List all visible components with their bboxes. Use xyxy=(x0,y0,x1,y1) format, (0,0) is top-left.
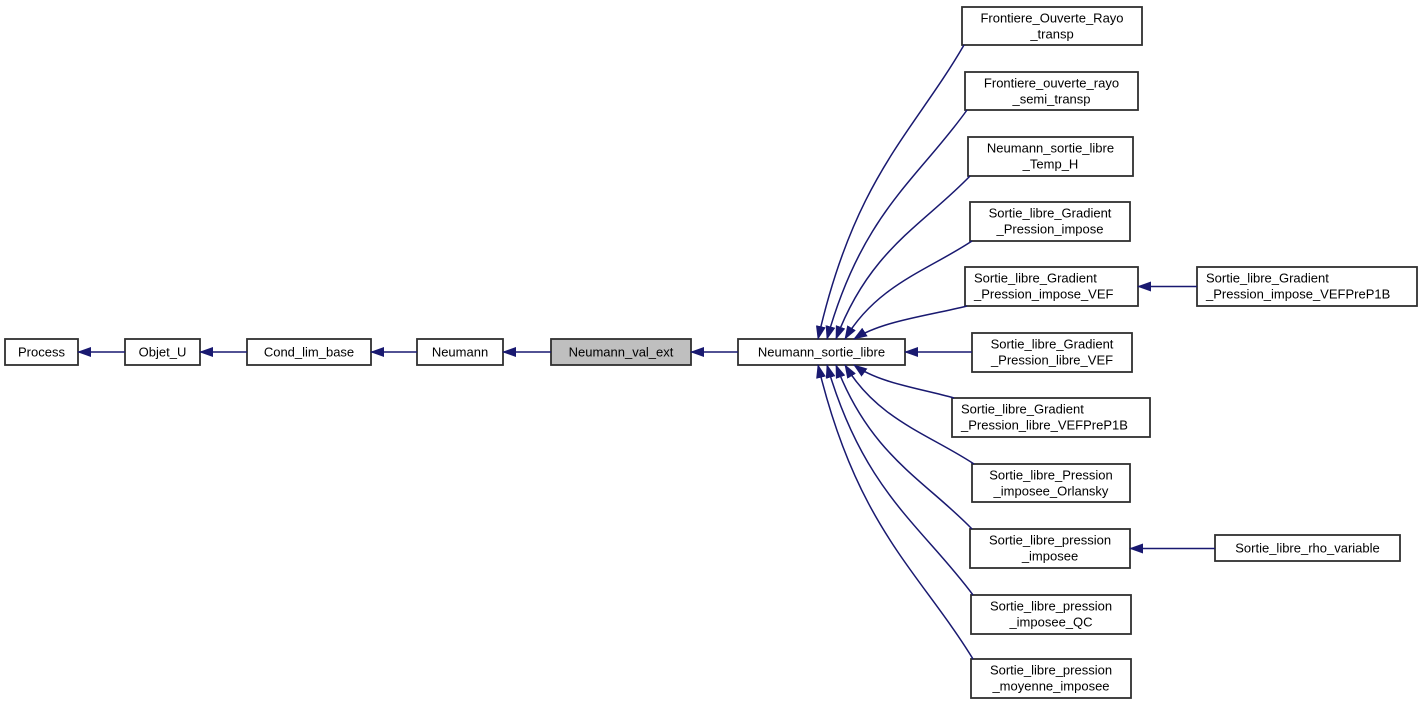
inheritance-edge-sortie_libre_gradient_pression_impose-to-neumann_sortie_libre xyxy=(844,240,973,340)
class-node-neumann[interactable]: Neumann xyxy=(416,338,504,366)
class-box[interactable] xyxy=(951,397,1151,438)
class-node-process[interactable]: Process xyxy=(4,338,79,366)
class-node-neumann_sortie_libre[interactable]: Neumann_sortie_libre xyxy=(737,338,906,366)
class-label-line: Neumann_sortie_libre xyxy=(987,141,1114,156)
class-box[interactable] xyxy=(969,528,1131,569)
class-node-sortie_libre_rho_variable[interactable]: Sortie_libre_rho_variable xyxy=(1214,534,1401,562)
class-box[interactable] xyxy=(971,332,1133,373)
class-label-line: Cond_lim_base xyxy=(264,345,354,360)
class-node-cond_lim_base[interactable]: Cond_lim_base xyxy=(246,338,372,366)
class-box[interactable] xyxy=(124,338,201,366)
inheritance-edge-sortie_libre_pression_imposee_qc-to-neumann_sortie_libre xyxy=(825,364,974,596)
class-label-line: _Pression_impose_VEF xyxy=(973,287,1114,302)
class-box[interactable] xyxy=(246,338,372,366)
class-box xyxy=(550,338,692,366)
class-box[interactable] xyxy=(964,71,1139,111)
class-label-line: _Temp_H xyxy=(1022,157,1079,172)
class-label-line: _imposee_QC xyxy=(1008,615,1092,630)
class-label-line: Objet_U xyxy=(139,345,187,360)
class-box[interactable] xyxy=(967,136,1134,177)
class-box[interactable] xyxy=(971,463,1131,503)
inheritance-edge-frontiere_ouverte_rayo_semi_transp-to-neumann_sortie_libre xyxy=(825,109,968,340)
class-label-line: _Pression_impose_VEFPreP1B xyxy=(1205,287,1390,302)
inheritance-edge-sortie_libre_gradient_pression_libre_vefprep1b-to-neumann_sortie_libre xyxy=(853,364,955,399)
class-label-line: Sortie_libre_pression xyxy=(990,599,1112,614)
class-label-line: _transp xyxy=(1029,27,1073,42)
class-box[interactable] xyxy=(4,338,79,366)
class-label-line: _imposee_Orlansky xyxy=(993,484,1109,499)
inheritance-edge-sortie_libre_gradient_pression_impose_vef-to-neumann_sortie_libre xyxy=(853,305,968,340)
class-node-neumann_sortie_libre_temp_h[interactable]: Neumann_sortie_libre_Temp_H xyxy=(967,136,1134,177)
class-box[interactable] xyxy=(970,658,1132,699)
class-node-sortie_libre_gradient_pression_impose_vefprep1b[interactable]: Sortie_libre_Gradient_Pression_impose_VE… xyxy=(1196,266,1418,307)
inheritance-edge-sortie_libre_pression_imposee_orlansky-to-neumann_sortie_libre xyxy=(844,364,975,465)
class-label-line: Sortie_libre_Gradient xyxy=(1206,271,1329,286)
class-node-sortie_libre_gradient_pression_impose[interactable]: Sortie_libre_Gradient_Pression_impose xyxy=(969,201,1131,242)
class-label-line: Sortie_libre_rho_variable xyxy=(1235,541,1380,556)
class-label-line: _Pression_libre_VEFPreP1B xyxy=(960,418,1128,433)
class-node-sortie_libre_pression_imposee_orlansky[interactable]: Sortie_libre_Pression_imposee_Orlansky xyxy=(971,463,1131,503)
inheritance-edge-frontiere_ouverte_rayo_transp-to-neumann_sortie_libre xyxy=(815,44,965,340)
class-label-line: Sortie_libre_pression xyxy=(990,663,1112,678)
class-label-line: Neumann xyxy=(432,345,488,360)
class-node-sortie_libre_pression_imposee_qc[interactable]: Sortie_libre_pression_imposee_QC xyxy=(970,594,1132,635)
class-node-objet_u[interactable]: Objet_U xyxy=(124,338,201,366)
class-node-sortie_libre_pression_imposee[interactable]: Sortie_libre_pression_imposee xyxy=(969,528,1131,569)
class-label-line: Sortie_libre_Pression xyxy=(989,468,1113,483)
class-node-sortie_libre_gradient_pression_libre_vef[interactable]: Sortie_libre_Gradient_Pression_libre_VEF xyxy=(971,332,1133,373)
class-label-line: _Pression_libre_VEF xyxy=(990,353,1113,368)
class-label-line: _moyenne_imposee xyxy=(991,679,1109,694)
class-label-line: Sortie_libre_Gradient xyxy=(991,337,1114,352)
class-label-line: _Pression_impose xyxy=(996,222,1104,237)
class-label-line: _semi_transp xyxy=(1011,92,1090,107)
class-label-line: _imposee xyxy=(1021,549,1078,564)
class-node-sortie_libre_pression_moyenne_imposee[interactable]: Sortie_libre_pression_moyenne_imposee xyxy=(970,658,1132,699)
class-box[interactable] xyxy=(961,6,1143,46)
class-label-line: Sortie_libre_Gradient xyxy=(989,206,1112,221)
inheritance-edge-sortie_libre_pression_imposee-to-neumann_sortie_libre xyxy=(835,364,973,530)
class-box[interactable] xyxy=(970,594,1132,635)
class-node-sortie_libre_gradient_pression_impose_vef[interactable]: Sortie_libre_Gradient_Pression_impose_VE… xyxy=(964,266,1139,307)
class-label-line: Neumann_sortie_libre xyxy=(758,345,885,360)
class-box[interactable] xyxy=(964,266,1139,307)
class-label-line: Sortie_libre_Gradient xyxy=(961,402,1084,417)
class-box[interactable] xyxy=(1196,266,1418,307)
class-label-line: Frontiere_ouverte_rayo xyxy=(984,76,1119,91)
class-node-frontiere_ouverte_rayo_semi_transp[interactable]: Frontiere_ouverte_rayo_semi_transp xyxy=(964,71,1139,111)
inheritance-edge-sortie_libre_pression_moyenne_imposee-to-neumann_sortie_libre xyxy=(816,364,974,660)
class-node-frontiere_ouverte_rayo_transp[interactable]: Frontiere_Ouverte_Rayo_transp xyxy=(961,6,1143,46)
class-label-line: Neumann_val_ext xyxy=(569,345,674,360)
inheritance-edge-neumann_sortie_libre_temp_h-to-neumann_sortie_libre xyxy=(835,175,971,340)
class-box[interactable] xyxy=(969,201,1131,242)
class-label-line: Sortie_libre_pression xyxy=(989,533,1111,548)
class-label-line: Process xyxy=(18,345,65,360)
class-label-line: Frontiere_Ouverte_Rayo xyxy=(980,11,1123,26)
class-node-neumann_val_ext: Neumann_val_ext xyxy=(550,338,692,366)
class-label-line: Sortie_libre_Gradient xyxy=(974,271,1097,286)
class-box[interactable] xyxy=(416,338,504,366)
class-node-sortie_libre_gradient_pression_libre_vefprep1b[interactable]: Sortie_libre_Gradient_Pression_libre_VEF… xyxy=(951,397,1151,438)
